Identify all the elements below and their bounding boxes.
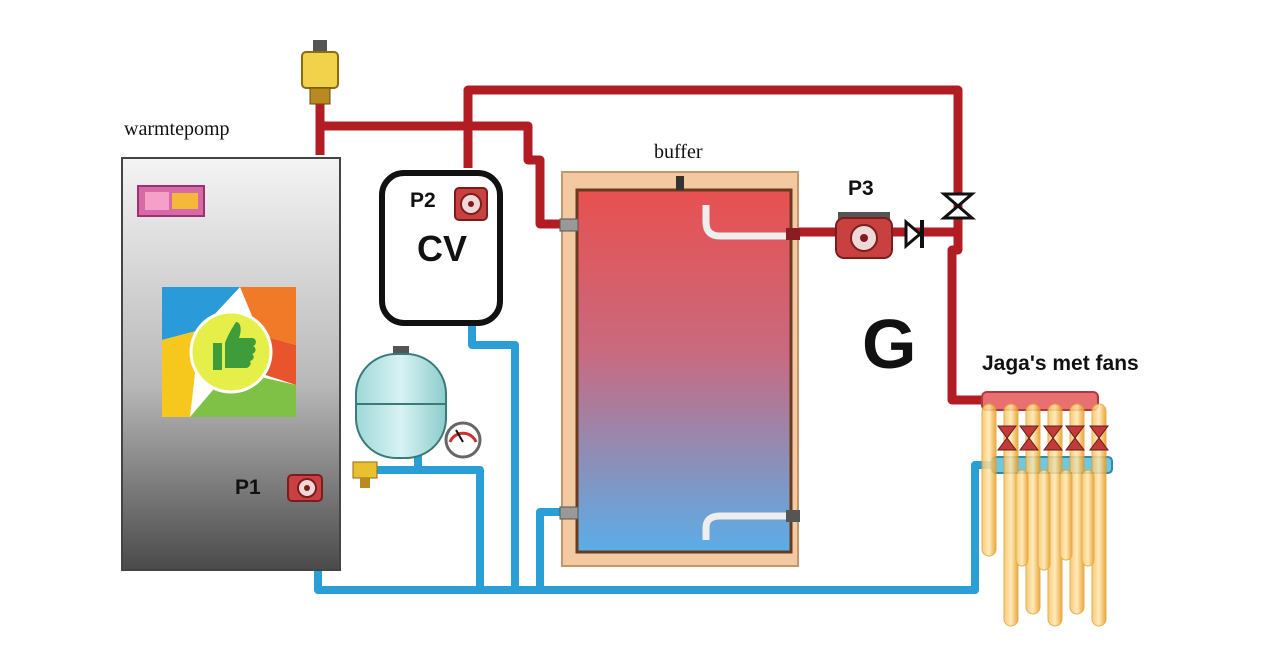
thumbs-up-icon xyxy=(162,287,296,417)
pump-p1-label: P1 xyxy=(235,476,261,499)
pump-p2-icon xyxy=(454,187,488,221)
radiators-label: Jaga's met fans xyxy=(982,352,1139,375)
heat-pump-label: warmtepomp xyxy=(124,118,230,140)
buffer-label: buffer xyxy=(654,141,703,163)
expansion-vessel xyxy=(352,346,447,488)
heat-pump-unit xyxy=(121,157,341,571)
marker-label: G xyxy=(862,305,917,383)
pump-p1-icon xyxy=(287,474,323,502)
radiator-manifold xyxy=(981,391,1113,627)
pump-p3-label: P3 xyxy=(848,177,874,200)
pump-p2-label: P2 xyxy=(410,189,436,212)
check-valve-icon xyxy=(904,218,924,250)
three-way-valve-icon xyxy=(301,40,339,105)
buffer-tank xyxy=(559,171,800,567)
check-valve-icon xyxy=(939,192,977,220)
pump-p3-icon xyxy=(835,212,893,259)
cv-boiler xyxy=(379,170,503,326)
pressure-gauge-icon xyxy=(444,421,482,459)
boiler-label: CV xyxy=(417,228,468,269)
